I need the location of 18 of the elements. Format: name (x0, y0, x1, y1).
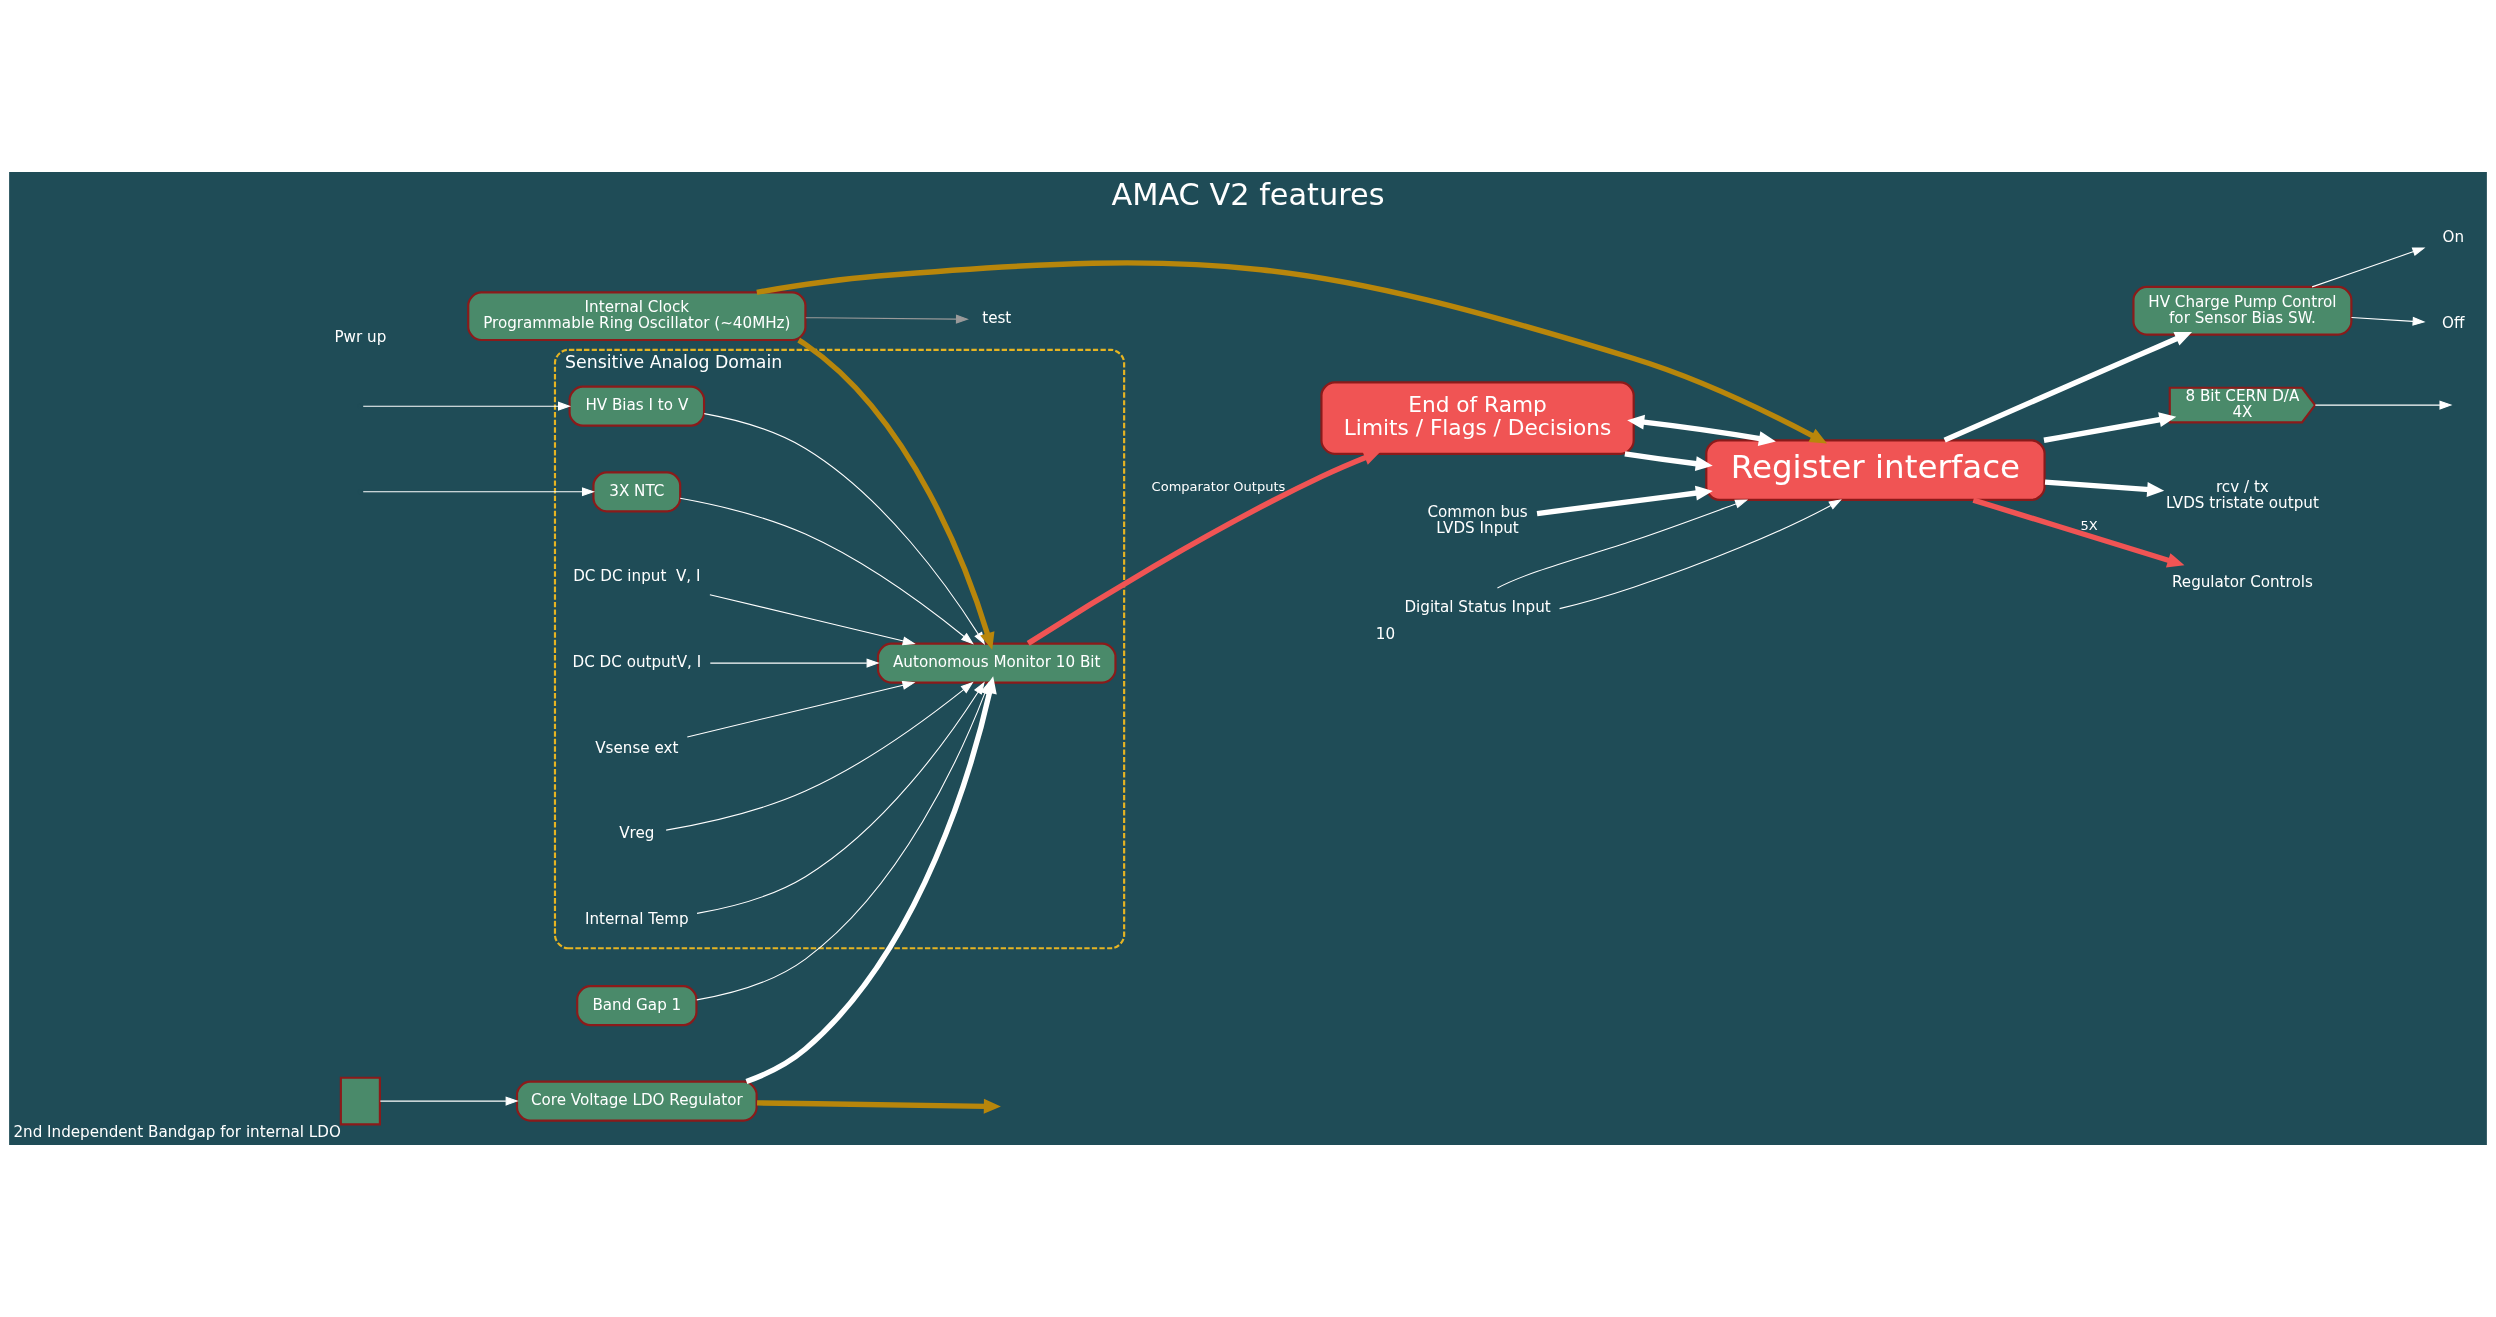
label: Pwr up (334, 327, 387, 346)
node-text: Off (2442, 313, 2465, 332)
node-text: rcv / tx LVDS tristate output (2165, 478, 2319, 513)
node-text: test (982, 309, 1012, 328)
node-text: Vreg (619, 824, 655, 843)
node-text: Vsense ext (595, 738, 679, 757)
edge-label: 5X (2080, 518, 2098, 534)
node-text: DC DC outputV, I (572, 653, 702, 672)
node-text: Digital Status Input (1404, 597, 1551, 616)
node-text: DC DC input V, I (573, 567, 701, 586)
node-text: Regulator Controls (2171, 572, 2313, 591)
diagram-title: AMAC V2 features (1111, 176, 1385, 212)
edge-label: Comparator Outputs (1151, 479, 1286, 495)
node-label: 10 (1375, 625, 1396, 644)
node-label: 2nd Independent Bandgap for internal LDO (13, 1122, 341, 1141)
node-text: On (2442, 228, 2465, 247)
node-text: Common bus LVDS Input (1427, 502, 1528, 538)
node-text: Internal Temp (585, 910, 689, 929)
